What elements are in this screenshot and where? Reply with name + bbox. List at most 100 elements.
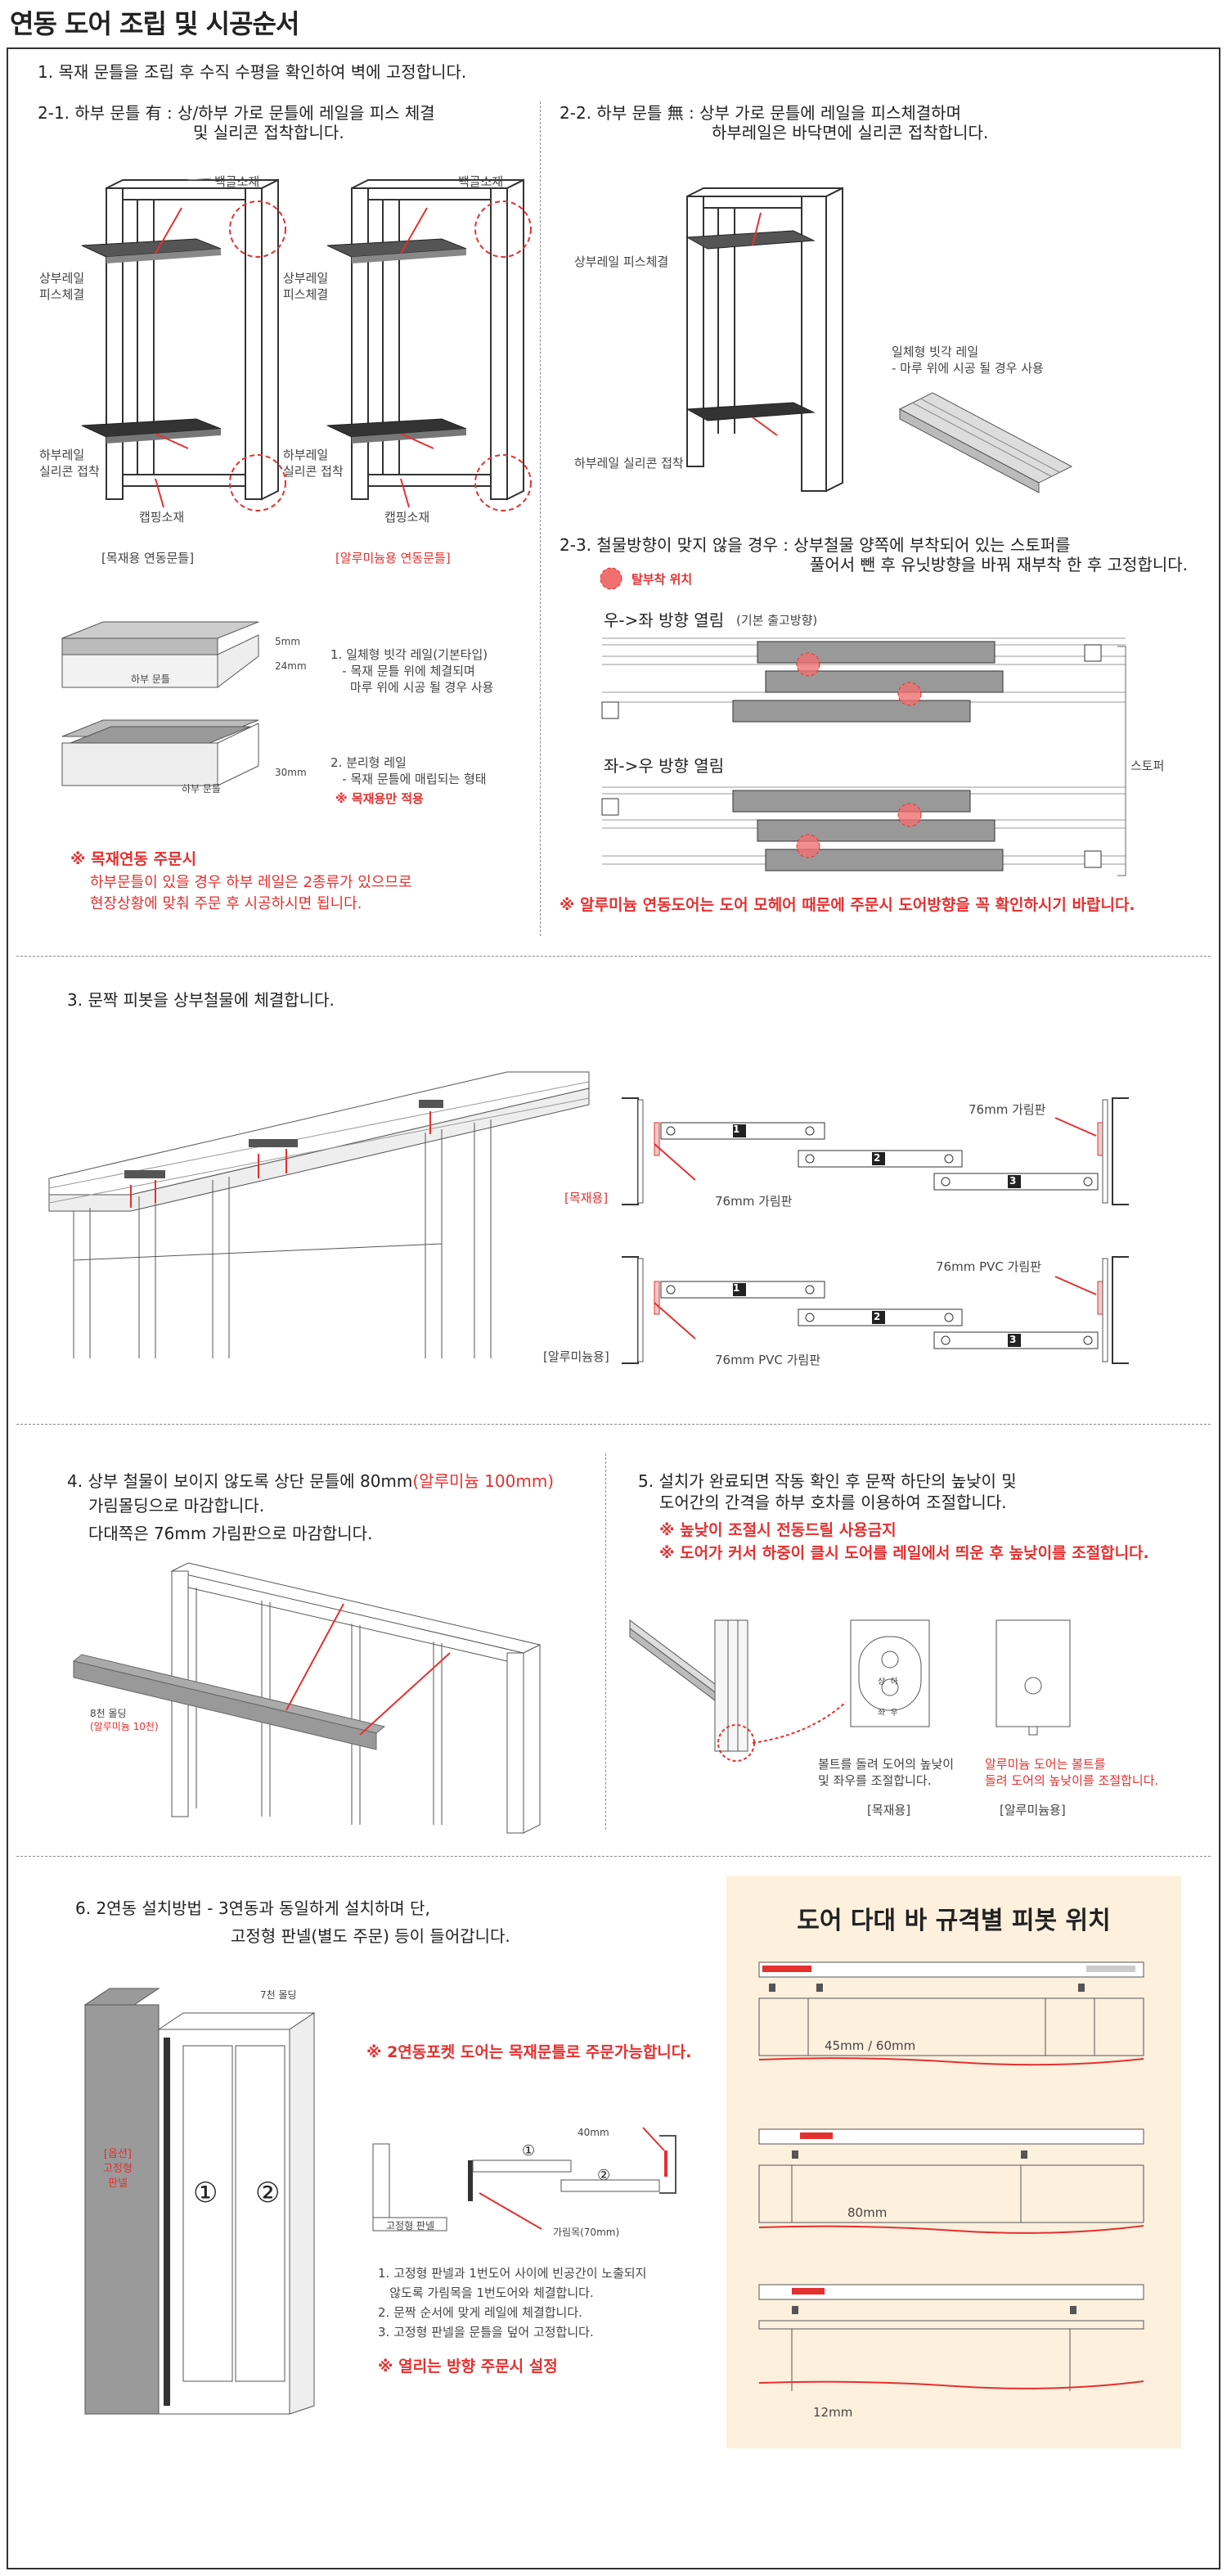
stopper-label: 스토퍼	[1130, 759, 1165, 773]
step6-heading: 6. 2연동 설치방법 - 3연동과 동일하게 설치하며 단,	[75, 1898, 430, 1918]
detach-position-label: 탈부착 위치	[631, 572, 693, 587]
step4-heading-3: 다대쪽은 76mm 가림판으로 마감합니다.	[88, 1524, 373, 1543]
door-num-1-wood: 1	[733, 1124, 740, 1135]
hardware-lr-drawing	[601, 786, 1126, 871]
s22-heading-2: 하부레일은 바닥면에 실리콘 접착합니다.	[712, 123, 989, 142]
step5-alu-desc: 알루미늄 도어는 볼트를 돌려 도어의 높낮이를 조절합니다.	[985, 1757, 1159, 1788]
step5-note-2: ※ 도어가 커서 하중이 클시 도어를 레일에서 띄운 후 높낮이를 조절합니다…	[659, 1544, 1149, 1562]
direction-rl-label: 우->좌 방향 열림	[604, 610, 725, 630]
label-upper-rail-2-2: 상부레일 피스체결	[574, 254, 669, 269]
fixed-panel-label: [옵션] 고정형 판넬	[103, 2148, 133, 2190]
step1-heading: 1. 목재 문틀을 조립 후 수직 수평을 확인하여 벽에 고정합니다.	[38, 62, 467, 82]
label-lower-rail-2: 하부레일 실리콘 접착	[283, 448, 344, 479]
caption-alu-frame: [알루미늄용 연동문틀]	[335, 551, 451, 565]
label-wood: [목재용]	[564, 1191, 609, 1205]
divider-vertical-1	[540, 101, 541, 936]
pivot-dim-c: 12mm	[813, 2405, 853, 2420]
roller-adjust-drawing	[629, 1619, 1071, 1762]
step5-wood-desc: 볼트를 돌려 도어의 높낮이 및 좌우를 조절합니다.	[818, 1757, 955, 1788]
pivot-position-panel: 도어 다대 바 규격별 피봇 위치 45mm / 60mm 80mm 12mm	[726, 1876, 1181, 2448]
step6-heading-2: 고정형 판넬(별도 주문) 등이 들어갑니다.	[231, 1926, 510, 1946]
frame-drawings-2-1	[81, 178, 532, 511]
step4-heading-2: 가림몰딩으로 마감합니다.	[88, 1496, 265, 1515]
divider-horizontal-3	[16, 1856, 1211, 1857]
pivot-frame-drawing	[48, 1071, 590, 1358]
door-num-3-wood: 3	[1009, 1175, 1017, 1187]
step4-heading-red: (알루미늄 100mm)	[412, 1471, 555, 1491]
s23-heading-2: 풀어서 뺀 후 유닛방향을 바꿔 재부착 한 후 고정합니다.	[810, 555, 1189, 574]
step6-instructions: 1. 고정형 판넬과 1번도어 사이에 빈공간이 노출되지 않도록 가림목을 1…	[378, 2266, 647, 2340]
content-frame	[7, 47, 1220, 2569]
molding-label-red: (알루미늄 10천)	[90, 1721, 159, 1732]
label-lower-rail-2-2: 하부레일 실리콘 접착	[574, 456, 684, 471]
cover-70mm: 가림목(70mm)	[553, 2227, 620, 2238]
door-num-1-alu: 1	[733, 1282, 740, 1294]
label-lower-rail-1: 하부레일 실리콘 접착	[39, 448, 100, 479]
label-lower-frame-1: 하부 문틀	[131, 673, 170, 685]
detail-marker-2: ②	[597, 2167, 611, 2184]
label-lower-frame-2: 하부 문틀	[182, 783, 221, 795]
step5-wood-label: [목재용]	[867, 1803, 911, 1817]
hardware-rl-drawing	[601, 637, 1126, 723]
open-direction-note: ※ 열리는 방향 주문시 설정	[378, 2358, 558, 2376]
dim-40mm: 40mm	[578, 2127, 609, 2138]
stopper-bracket	[1117, 646, 1126, 876]
step5-note-1: ※ 높낮이 조절시 전동드릴 사용금지	[659, 1521, 897, 1539]
divider-vertical-2	[605, 1453, 606, 1830]
rail-profile-drawings	[61, 621, 259, 786]
rail-type-2-note: ※ 목재용만 적용	[335, 791, 424, 806]
step4-heading-main: 4. 상부 철물이 보이지 않도록 상단 문틀에 80mm	[67, 1471, 413, 1491]
door-num-3-alu: 3	[1009, 1334, 1017, 1345]
pivot-panel-title: 도어 다대 바 규격별 피봇 위치	[797, 1907, 1111, 1935]
door-num-2-wood: 2	[874, 1152, 881, 1164]
s23-heading: 2-3. 철물방향이 맞지 않을 경우 : 상부철물 양쪽에 부착되어 있는 스…	[560, 535, 1071, 555]
direction-rl-sub: (기본 출고방향)	[736, 613, 818, 628]
door-marker-1: ①	[193, 2177, 218, 2209]
step4-heading-a: 4. 상부 철물이 보이지 않도록 상단 문틀에 80mm(알루미늄 100mm…	[67, 1470, 554, 1493]
pivot-panel-drawings	[758, 1961, 1144, 2391]
label-capping-2: 캡핑소재	[384, 510, 430, 525]
pivot-layout-wood	[622, 1097, 1129, 1205]
molding-7-label: 7천 몰딩	[260, 1989, 297, 2001]
molding-drawing	[72, 1562, 542, 1834]
knob-label-top: 상 하	[878, 1678, 898, 1687]
knob-label-bottom: 좌 우	[878, 1709, 898, 1718]
guard-76-bottom-wood: 76mm 가림판	[715, 1194, 793, 1209]
label-rail-2-2: 일체형 빗각 레일 - 마루 위에 시공 될 경우 사용	[892, 345, 1044, 376]
alu-direction-note: ※ 알루미늄 연동도어는 도어 모헤어 때문에 주문시 도어방향을 꼭 확인하시…	[560, 896, 1135, 914]
guard-76-top-wood: 76mm 가림판	[969, 1102, 1046, 1117]
page-title: 연동 도어 조립 및 시공순서	[10, 8, 299, 39]
caption-wood-frame: [목재용 연동문틀]	[101, 551, 195, 565]
door-num-2-alu: 2	[874, 1311, 881, 1322]
dim-24mm: 24mm	[275, 660, 307, 672]
divider-horizontal-2	[16, 1424, 1211, 1425]
label-capping-1: 캡핑소재	[139, 510, 185, 525]
rail-type-1: 1. 일체형 빗각 레일(기본타입) - 목재 문틀 위에 체결되며 마루 위에…	[330, 647, 494, 695]
s21-heading: 2-1. 하부 문틀 有 : 상/하부 가로 문틀에 레일을 피스 체결	[38, 103, 435, 123]
step5-alu-label: [알루미늄용]	[1000, 1803, 1066, 1817]
direction-lr-label: 좌->우 방향 열림	[604, 756, 725, 776]
s21-heading-2: 및 실리콘 접착합니다.	[193, 123, 344, 142]
detail-marker-1: ①	[522, 2142, 536, 2159]
dim-30mm: 30mm	[275, 767, 307, 778]
label-baekgol-2: 백골소재	[458, 174, 504, 189]
pivot-layout-alu	[622, 1256, 1129, 1364]
two-door-drawing	[83, 1988, 316, 2415]
pivot-dim-b: 80mm	[847, 2205, 888, 2220]
fixed-panel-small-label: 고정형 판넬	[386, 2220, 435, 2231]
molding-label: 8천 몰딩	[90, 1708, 127, 1719]
guard-76-pvc-bottom: 76mm PVC 가림판	[715, 1353, 821, 1367]
pivot-dim-a: 45mm / 60mm	[825, 2038, 916, 2053]
label-upper-rail-2: 상부레일 피스체결	[283, 271, 329, 302]
wood-order-note-heading: ※ 목재연동 주문시	[70, 850, 197, 868]
step5-heading-2: 도어간의 간격을 하부 호차를 이용하여 조절합니다.	[659, 1493, 1007, 1512]
divider-horizontal-1	[16, 956, 1211, 957]
dim-5mm: 5mm	[275, 636, 301, 647]
s22-heading: 2-2. 하부 문틀 無 : 상부 가로 문틀에 레일을 피스체결하며	[560, 103, 961, 123]
pocket-door-note: ※ 2연동포켓 도어는 목재문틀로 주문가능합니다.	[366, 2043, 692, 2061]
guard-76-pvc-top: 76mm PVC 가림판	[936, 1259, 1042, 1274]
label-baekgol-1: 백골소재	[214, 174, 260, 189]
label-alu: [알루미늄용]	[543, 1349, 609, 1364]
label-upper-rail-1: 상부레일 피스체결	[39, 271, 85, 302]
step5-heading: 5. 설치가 완료되면 작동 확인 후 문짝 하단의 높낮이 및	[638, 1471, 1017, 1491]
